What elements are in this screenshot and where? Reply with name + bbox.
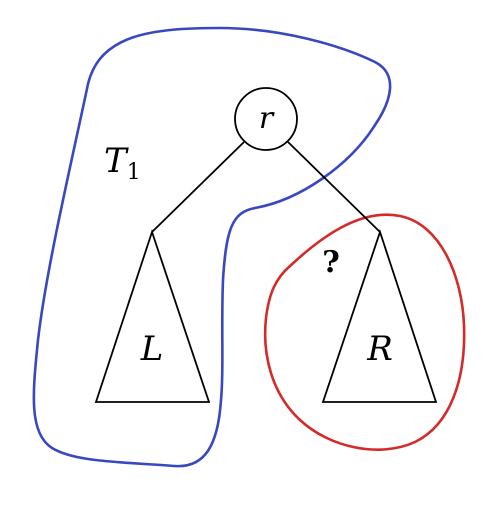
question-outline: [263, 213, 466, 451]
edge-root-left: [151, 141, 245, 233]
left-subtree-label: L: [140, 329, 164, 369]
right-subtree-triangle: [321, 229, 438, 403]
edge-root-right: [287, 141, 381, 233]
tree-label-name: T: [104, 141, 129, 181]
tree-label-subscript: 1: [127, 160, 141, 185]
question-mark: ?: [322, 245, 340, 280]
t1-outline: [32, 26, 392, 468]
tree-label-t1: T1: [104, 141, 141, 185]
root-node: [234, 87, 298, 151]
right-subtree-label: R: [366, 329, 393, 369]
left-subtree-triangle: [94, 229, 211, 403]
root-label: r: [259, 101, 275, 136]
